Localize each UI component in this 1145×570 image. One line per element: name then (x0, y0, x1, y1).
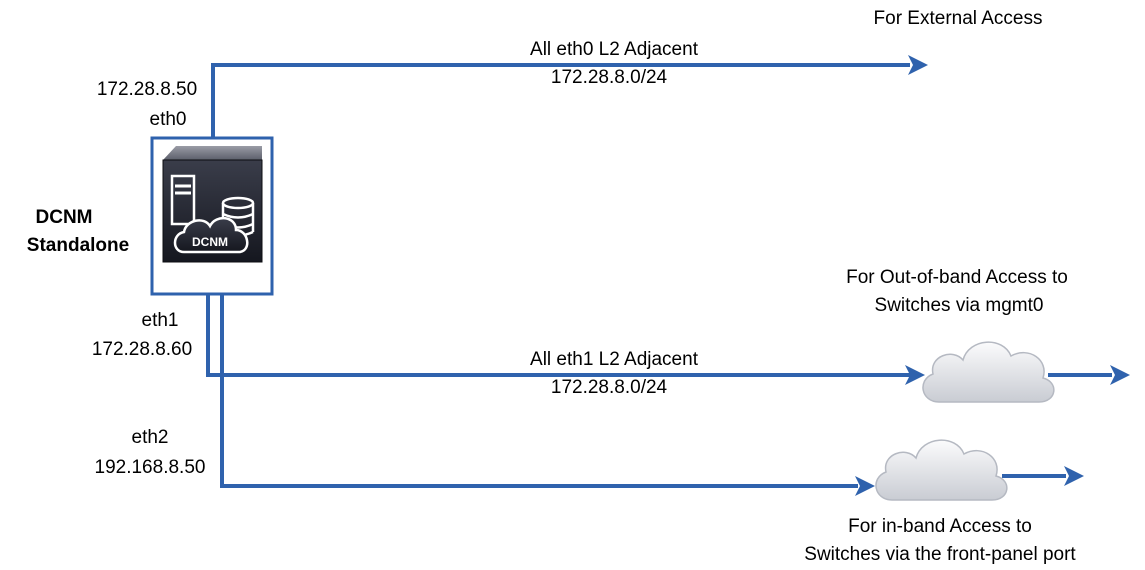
eth1-link-label: All eth1 L2 Adjacent (530, 349, 699, 370)
eth0-link-label: All eth0 L2 Adjacent (530, 39, 699, 60)
cloud-icon (875, 439, 1008, 501)
server-badge-label: DCNM (192, 235, 228, 249)
eth2-iface-label: eth2 (132, 427, 169, 448)
eth2-ip-label: 192.168.8.50 (95, 457, 206, 478)
destination-external-label: For External Access (874, 8, 1043, 29)
destination-inband-line2: Switches via the front-panel port (804, 544, 1076, 565)
destination-oob-line2: Switches via mgmt0 (875, 295, 1044, 316)
eth0-iface-label: eth0 (150, 109, 187, 130)
eth1-iface-label: eth1 (142, 310, 179, 331)
server-name-line1: DCNM (36, 207, 93, 228)
dcnm-server-icon: DCNM (162, 146, 263, 263)
eth2-link (220, 293, 1084, 496)
cloud-icon (922, 341, 1055, 403)
eth1-subnet-label: 172.28.8.0/24 (551, 377, 668, 398)
eth0-subnet-label: 172.28.8.0/24 (551, 67, 668, 88)
server-name-line2: Standalone (27, 235, 129, 256)
eth1-ip-label: 172.28.8.60 (92, 339, 192, 360)
eth0-link (211, 55, 928, 138)
dcnm-server: DCNM (150, 136, 274, 296)
eth0-ip-label: 172.28.8.50 (97, 79, 197, 100)
destination-oob-line1: For Out-of-band Access to (846, 267, 1068, 288)
eth1-link (206, 293, 1130, 385)
destination-inband-line1: For in-band Access to (848, 516, 1032, 537)
